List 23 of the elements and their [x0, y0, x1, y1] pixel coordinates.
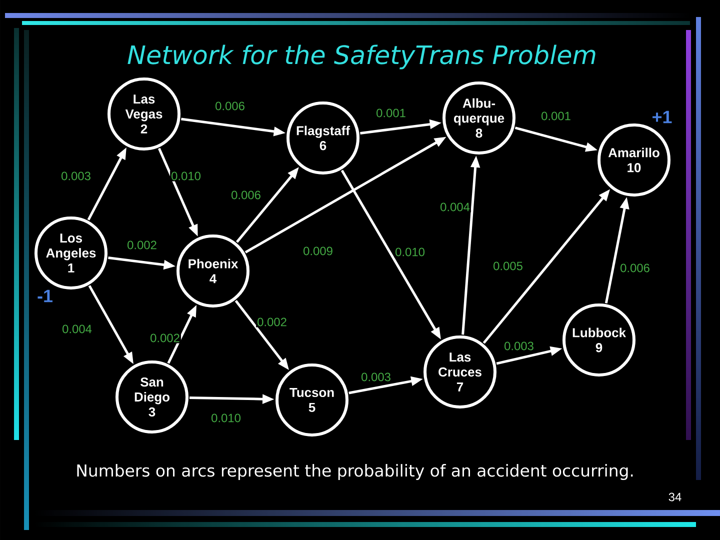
- edge-label: 0.003: [360, 372, 392, 382]
- edge-label: 0.006: [230, 190, 262, 200]
- caption: Numbers on arcs represent the probability of an accident occurring.: [77, 464, 633, 480]
- edge-label: 0.009: [302, 246, 334, 256]
- title: Network for the SafetyTrans Problem: [128, 44, 596, 70]
- edge-label: 0.005: [492, 260, 524, 272]
- edge-label: 0.010: [394, 246, 426, 258]
- edge-label: 0.001: [375, 108, 407, 118]
- page-number: 34: [668, 492, 682, 502]
- edge-label: 0.004: [439, 202, 471, 212]
- edge-label: 0.010: [210, 412, 242, 424]
- node-annotation: +1: [652, 110, 672, 124]
- edge-label: 0.003: [503, 340, 535, 352]
- edge-label: 0.010: [170, 170, 202, 182]
- edge-label: 0.004: [61, 324, 93, 334]
- edge-label: 0.003: [60, 170, 92, 182]
- edge-label: 0.001: [540, 110, 572, 122]
- edge-label: 0.002: [256, 316, 288, 328]
- edge-label: 0.002: [149, 332, 181, 344]
- edge-label: 0.006: [214, 100, 246, 112]
- edge-label: 0.006: [619, 262, 651, 274]
- edge-label: 0.002: [126, 240, 158, 250]
- node-annotation: -1: [38, 290, 52, 302]
